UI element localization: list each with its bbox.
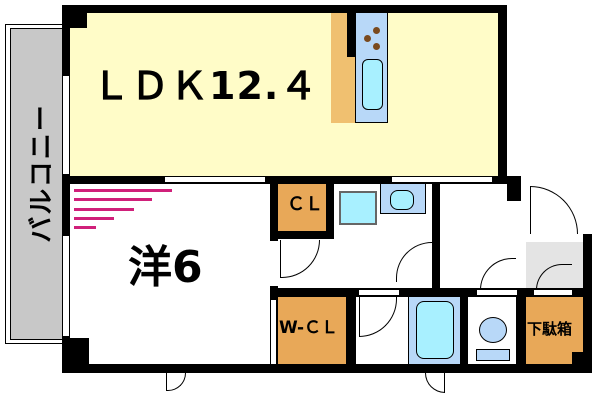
western-exterior-door[interactable]: [166, 373, 186, 391]
room-walk-in-closet-label: W-ＣＬ: [279, 318, 339, 338]
kitchen-partition: [347, 13, 355, 57]
closet-door[interactable]: [280, 240, 320, 278]
western-window[interactable]: [62, 236, 70, 336]
wash-basin-icon: [390, 190, 414, 210]
lower-door-gap-3[interactable]: [534, 289, 572, 296]
ldk-window[interactable]: [62, 76, 70, 174]
stove-burner-icon: [373, 27, 380, 34]
outer-wall-bottom: [62, 364, 592, 373]
bed-marker: [74, 198, 152, 201]
toilet-bowl-icon: [479, 317, 507, 343]
room-ldk-label: ＬＤＫ12.４: [92, 64, 319, 108]
wall-bath-right: [460, 297, 468, 367]
wall-closet-right: [326, 184, 334, 239]
ldk-sliding-door-2[interactable]: [392, 176, 492, 183]
lower-door-gap-2[interactable]: [477, 289, 517, 296]
outer-wall-left: [62, 5, 70, 373]
wall-ldk-lower: [62, 176, 507, 184]
wall-lower-mid: [270, 288, 592, 297]
room-shoe-box-label: 下駄箱: [527, 320, 573, 338]
room-closet-label: ＣＬ: [287, 194, 323, 215]
room-ldk: [70, 13, 498, 176]
kitchen-sink-icon: [362, 59, 383, 110]
outer-wall-top: [62, 5, 507, 15]
bath-exterior-door[interactable]: [425, 373, 445, 393]
room-walk-in-closet: [278, 297, 346, 364]
room-western: [70, 184, 270, 364]
western-corner: [62, 338, 89, 373]
shoe-box-corner: [572, 352, 584, 366]
bathtub-icon: [416, 301, 454, 359]
lower-door-gap[interactable]: [359, 289, 399, 296]
balcony-gray: [10, 28, 64, 340]
wall-hall-right: [507, 176, 521, 201]
room-closet: [278, 184, 326, 231]
bed-marker: [74, 226, 96, 229]
wall-wcl-right: [346, 297, 356, 367]
wall-closet-bottom: [278, 231, 334, 239]
wall-toilet-right: [516, 297, 526, 367]
stove-burner-icon: [364, 35, 371, 42]
outer-wall-right-ldk: [498, 5, 507, 183]
wcl-sliding[interactable]: [270, 300, 277, 364]
bed-marker: [74, 189, 172, 192]
ldk-sliding-door[interactable]: [165, 176, 265, 183]
bed-marker: [74, 208, 134, 211]
wall-entrance-right: [583, 234, 592, 372]
entrance-door[interactable]: [530, 186, 578, 234]
washing-machine-icon: [339, 191, 377, 225]
wall-western-right: [270, 176, 278, 241]
bed-marker: [74, 217, 114, 220]
balcony-label: バルコニー: [27, 103, 57, 243]
room-western-label: 洋6: [128, 242, 203, 293]
ldk-corner: [62, 5, 87, 28]
wall-washroom-right: [432, 184, 440, 290]
toilet-tank-icon: [476, 349, 510, 361]
stove-burner-icon: [373, 43, 380, 50]
